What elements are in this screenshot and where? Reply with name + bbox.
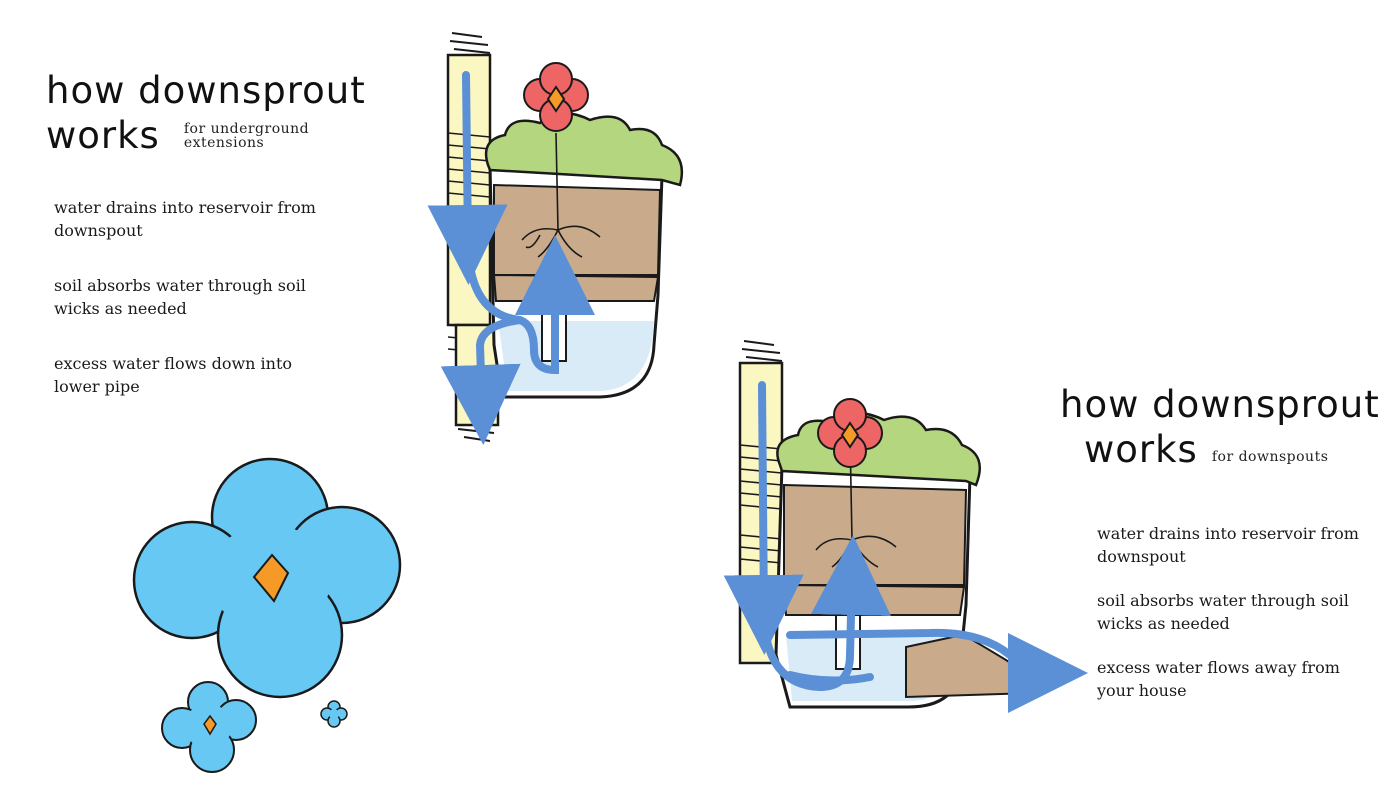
- right-step-2: soil absorbs water through soil wicks as…: [1097, 591, 1349, 633]
- large-flower-center: [252, 553, 290, 603]
- red-flower: [523, 62, 589, 132]
- left-steps-list: water drains into reservoir from downspo…: [54, 196, 324, 398]
- foliage: [484, 112, 684, 187]
- drainage-ring: [492, 273, 660, 302]
- left-step-3: excess water flows down into lower pipe: [54, 354, 293, 396]
- reservoir: [498, 321, 654, 391]
- right-title: how downsprout works for downspouts: [1060, 386, 1380, 468]
- right-subtitle: for downspouts: [1211, 449, 1329, 465]
- left-title: how downsprout works for underground ext…: [46, 72, 366, 154]
- underground-extension-diagram: [427, 32, 684, 445]
- water-flow-arrows: [427, 71, 595, 445]
- pipe-top-ticks: [449, 32, 491, 54]
- right-step-1: water drains into reservoir from downspo…: [1097, 524, 1359, 566]
- left-title-line2: works: [46, 114, 160, 157]
- left-step-2: soil absorbs water through soil wicks as…: [54, 276, 306, 318]
- right-step-3: excess water flows away from your house: [1097, 658, 1340, 700]
- right-steps-list: water drains into reservoir from downspo…: [1097, 522, 1367, 702]
- soil-layer-right: [783, 483, 968, 586]
- small-flower-center: [203, 714, 217, 736]
- red-flower-right: [817, 398, 883, 468]
- downspout-diagram: [723, 340, 1088, 713]
- soil-layer: [493, 183, 662, 276]
- right-title-line1: how downsprout: [1060, 383, 1380, 426]
- drainage-ring-right: [782, 583, 966, 616]
- left-step-1: water drains into reservoir from downspo…: [54, 198, 316, 240]
- left-title-line1: how downsprout: [46, 69, 366, 112]
- left-subtitle: for underground extensions: [183, 121, 310, 151]
- water-flow-arrows-right: [723, 381, 1088, 713]
- right-title-line2: works: [1084, 428, 1198, 471]
- tiny-blue-flower: [320, 700, 348, 728]
- small-blue-flower: [161, 681, 257, 773]
- pipe-top-ticks-right: [741, 340, 783, 362]
- large-blue-flower: [132, 457, 402, 699]
